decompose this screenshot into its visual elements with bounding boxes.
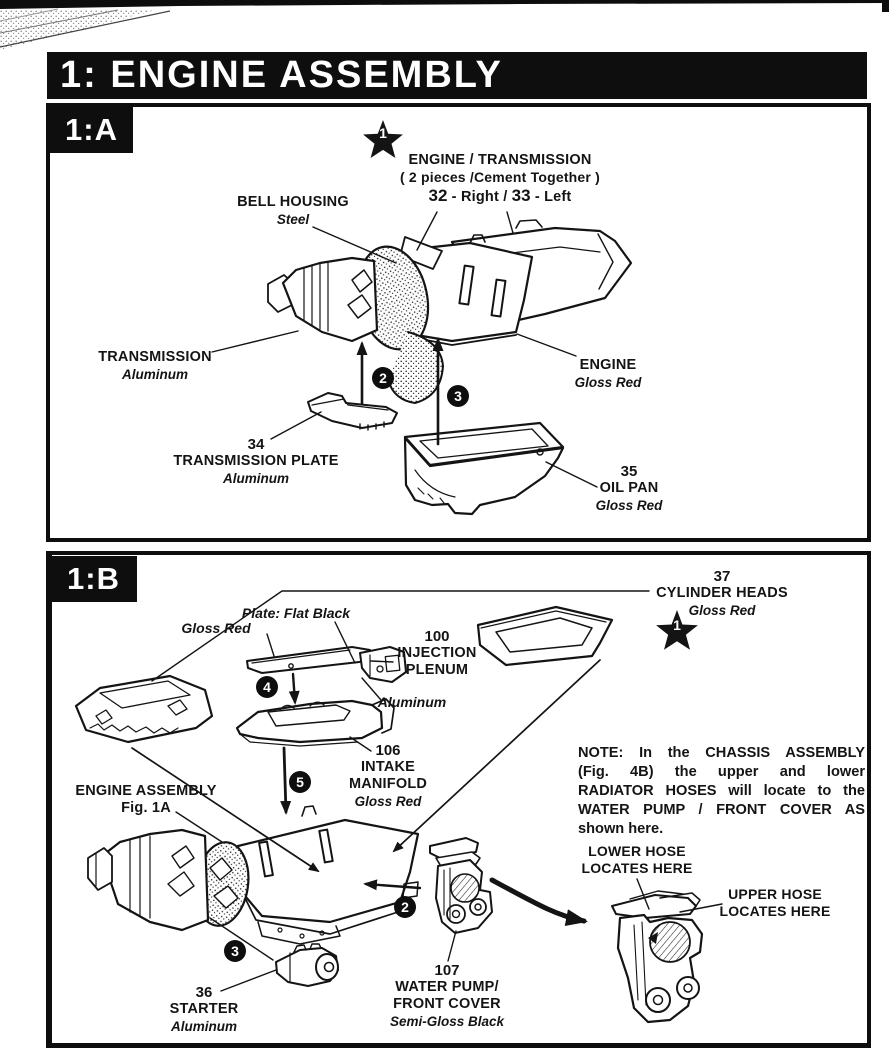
part-name-2: PLENUM: [405, 662, 469, 678]
star-icon: [656, 610, 698, 650]
scan-artifact-top-edge: [0, 0, 889, 50]
note-line: RADIATOR HOSES will locate to the: [578, 783, 865, 799]
part-material: Semi-Gloss Black: [389, 1014, 505, 1029]
callout-oil-pan: 35 OIL PAN Gloss Red: [559, 463, 699, 514]
callout-plenum-plate-finish: Plate: Flat Black: [241, 605, 351, 621]
hose-label-2: LOCATES HERE: [581, 860, 693, 876]
callout-bell-housing: BELL HOUSING Steel: [213, 194, 373, 228]
part-number-end-text: - Left: [530, 189, 572, 205]
callout-injection-plenum: 100 INJECTION PLENUM: [377, 628, 497, 679]
section-1a-box: [46, 103, 871, 542]
step-badge-4b: 4: [256, 676, 278, 698]
part-number: 106: [375, 742, 401, 759]
step-badge-5b: 5: [289, 771, 311, 793]
part-number: 35: [620, 463, 638, 480]
callout-engine-assembly: ENGINE ASSEMBLY Fig. 1A: [66, 783, 226, 817]
section-1a-label: 1:A: [50, 107, 133, 153]
callout-intake-manifold: 106 INTAKE MANIFOLD Gloss Red: [318, 742, 458, 810]
hose-label: UPPER HOSE: [728, 886, 822, 902]
callout-plenum-material: Aluminum: [377, 694, 447, 710]
part-material: Aluminum: [223, 471, 289, 486]
step-badge-3b: 3: [224, 940, 246, 962]
part-number: 37: [713, 568, 731, 585]
part-name: ENGINE ASSEMBLY: [75, 783, 217, 799]
part-name: TRANSMISSION: [98, 349, 212, 365]
step-star-1b: 1: [654, 609, 700, 655]
hose-label-2: LOCATES HERE: [719, 903, 831, 919]
star-icon: [363, 120, 403, 158]
step-badge-2b: 2: [394, 896, 416, 918]
radiator-hose-note: NOTE: In the CHASSIS ASSEMBLY (Fig. 4B) …: [578, 744, 865, 839]
part-number-mid-text: - Right /: [447, 189, 512, 205]
part-material: Gloss Red: [354, 794, 422, 809]
part-material: Aluminum: [171, 1019, 237, 1034]
callout-engine: ENGINE Gloss Red: [538, 357, 678, 391]
step-star-1a: 1: [361, 119, 405, 163]
part-name: TRANSMISSION PLATE: [173, 453, 339, 469]
part-name: INJECTION: [397, 645, 477, 661]
part-instruction: ( 2 pieces /Cement Together ): [399, 169, 601, 185]
part-name: WATER PUMP/: [395, 979, 499, 995]
part-number-right: 32: [428, 186, 448, 205]
part-name: OIL PAN: [599, 480, 659, 496]
part-material: Gloss Red: [595, 498, 663, 513]
part-numbers: 32 - Right / 33 - Left: [350, 187, 650, 206]
star-number: 1: [673, 617, 681, 633]
part-material: Aluminum: [122, 367, 188, 382]
part-name: ENGINE / TRANSMISSION: [408, 152, 592, 168]
part-name: INTAKE: [360, 759, 416, 775]
part-name-2: FRONT COVER: [393, 996, 501, 1012]
part-material: Gloss Red: [574, 375, 642, 390]
section-1b-box: [46, 551, 871, 1048]
step-badge-2a: 2: [372, 367, 394, 389]
part-name-2: MANIFOLD: [348, 776, 428, 792]
part-material: Steel: [276, 212, 310, 227]
part-number-left: 33: [511, 186, 531, 205]
callout-plenum-gloss-finish: Gloss Red: [181, 620, 251, 636]
part-number: 36: [195, 984, 213, 1001]
callout-transmission: TRANSMISSION Aluminum: [75, 349, 235, 383]
note-line: (Fig. 4B) the upper and lower: [578, 764, 865, 780]
section-1b-label: 1:B: [50, 556, 137, 602]
page-title: 1: ENGINE ASSEMBLY: [47, 52, 867, 99]
step-badge-3a: 3: [447, 385, 469, 407]
part-name: STARTER: [169, 1001, 239, 1017]
part-number: 107: [434, 962, 460, 979]
part-name: ENGINE: [579, 357, 637, 373]
callout-upper-hose: UPPER HOSE LOCATES HERE: [705, 886, 845, 920]
part-number: 34: [247, 436, 265, 453]
figure-reference: Fig. 1A: [121, 800, 171, 816]
note-line: WATER PUMP / FRONT COVER AS: [578, 802, 865, 818]
part-material: Gloss Red: [688, 603, 756, 618]
part-name: BELL HOUSING: [237, 194, 349, 210]
callout-cylinder-heads: 37 CYLINDER HEADS Gloss Red: [642, 568, 802, 619]
part-name: CYLINDER HEADS: [656, 585, 788, 601]
callout-water-pump: 107 WATER PUMP/ FRONT COVER Semi-Gloss B…: [367, 962, 527, 1030]
callout-starter: 36 STARTER Aluminum: [134, 984, 274, 1035]
hose-label: LOWER HOSE: [588, 843, 686, 859]
note-line: shown here.: [578, 821, 664, 837]
callout-transmission-plate: 34 TRANSMISSION PLATE Aluminum: [156, 436, 356, 487]
star-number: 1: [379, 125, 387, 141]
callout-engine-transmission: ENGINE / TRANSMISSION ( 2 pieces /Cement…: [350, 152, 650, 206]
note-line: NOTE: In the CHASSIS ASSEMBLY: [578, 745, 865, 761]
part-number: 100: [424, 628, 450, 645]
callout-lower-hose: LOWER HOSE LOCATES HERE: [567, 843, 707, 877]
